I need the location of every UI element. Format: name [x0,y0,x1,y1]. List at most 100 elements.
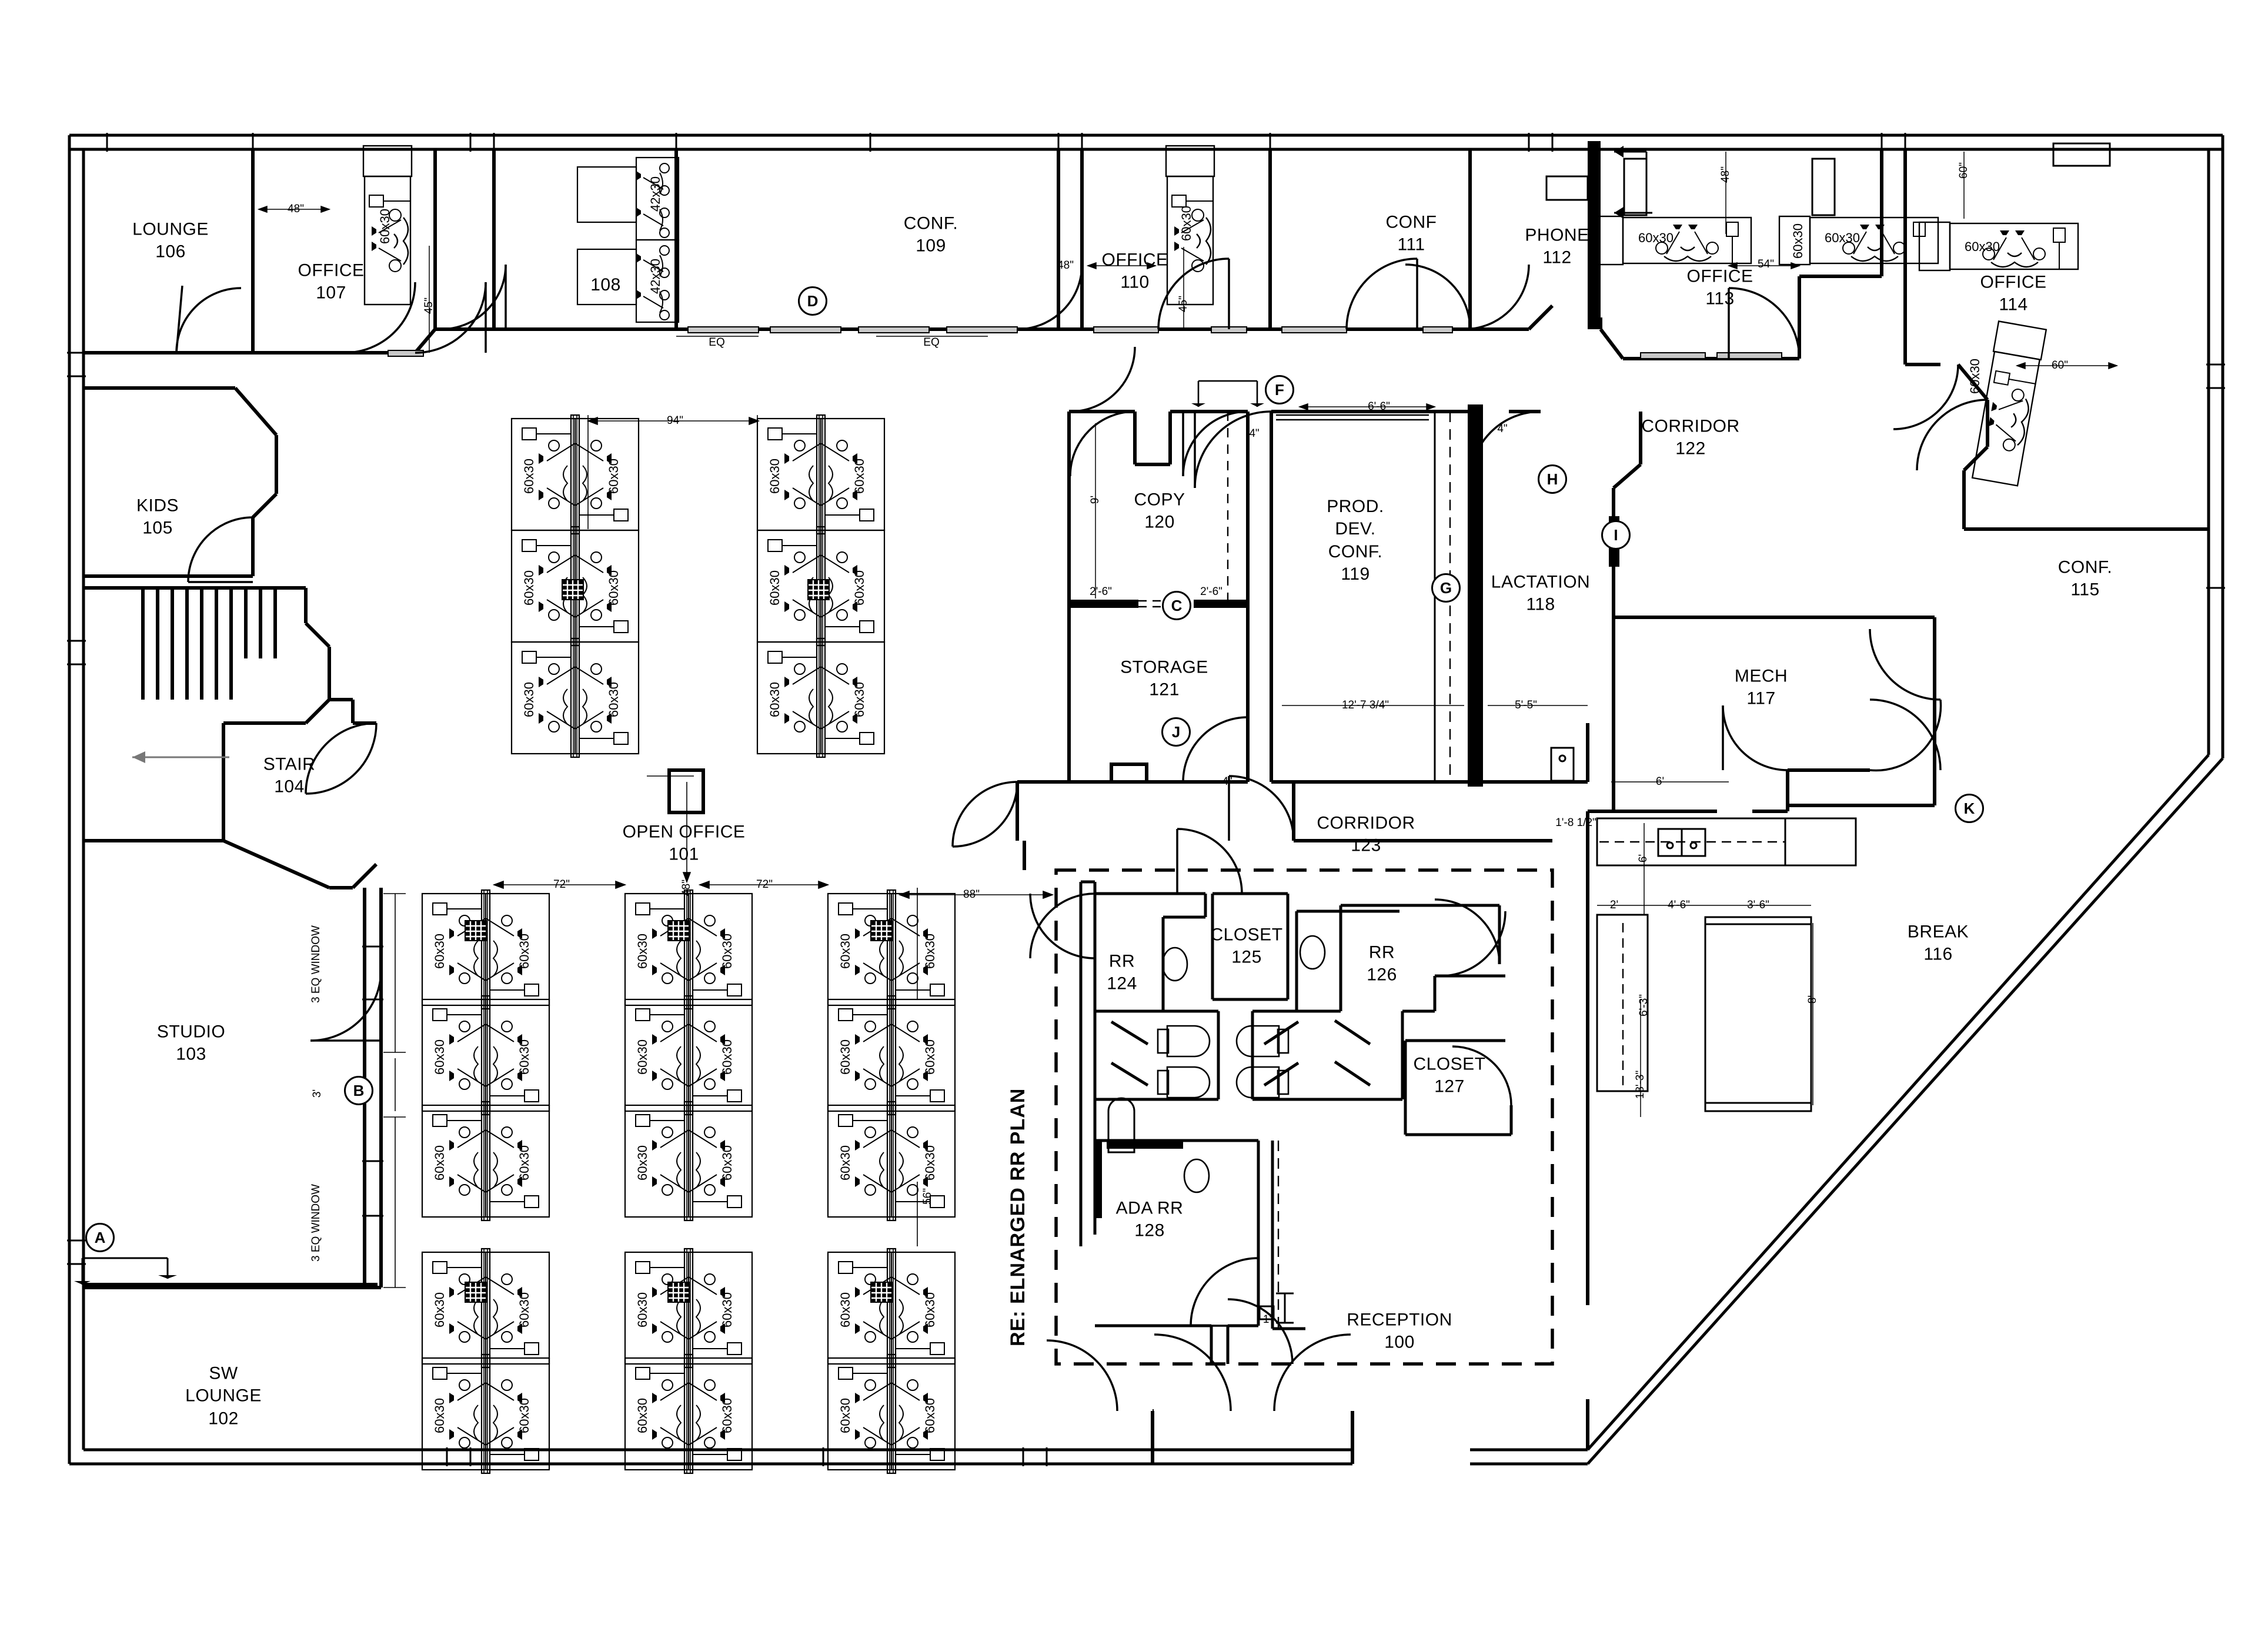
room-label-123: CORRIDOR 123 [1317,813,1415,855]
room-label-109: CONF. 109 [903,213,958,256]
east-core-partitions [1586,412,1936,829]
eq-window-dim-lines [383,893,406,1288]
workstation-dim-72 [492,775,918,1246]
room-label-119: PROD. DEV. CONF. 119 [1327,497,1384,584]
room-label-100: RECEPTION 100 [1347,1310,1452,1352]
rr-partition-panels [1110,1019,1371,1087]
grid-bubble-c[interactable]: C [1162,591,1191,620]
reception-partitions [1151,1399,1589,1464]
ws-label-113a: 60x30 [1638,230,1674,245]
rr-doors [1029,828,1512,1365]
north-partitions [83,149,1554,355]
dim-2-break: 2' [1609,899,1619,911]
copy-storage-wall-left [1069,600,1138,608]
proddev-glazing [1276,414,1429,421]
dim-88-rr: 88" [963,888,980,901]
dim-48-office107: 48" [288,203,304,215]
copy-storage-wall-right [1194,600,1248,608]
room-label-124: RR 124 [1107,951,1137,994]
rr-fixtures [1107,935,1326,1193]
room-label-113: OFFICE 113 [1686,266,1753,309]
core-partitions [1067,410,1250,784]
room-label-120: COPY 120 [1134,490,1185,532]
room-label-106: LOUNGE 106 [132,219,209,262]
room-label-114: OFFICE 114 [1980,272,2047,315]
room-label-116: BREAK 116 [1907,922,1969,964]
grid-bubble-d[interactable]: D [798,286,827,316]
dim-1-reception: 1' [1262,1313,1272,1326]
north-doors [175,258,1988,471]
dim-88 [898,890,1054,899]
bottom-window-mullions [446,1447,1048,1466]
room-label-112: PHONE 112 [1525,225,1589,267]
room-label-122: CORRIDOR 122 [1641,416,1740,459]
proddev-walls [1270,410,1494,784]
grid-bubble-h[interactable]: H [1538,464,1567,494]
dim-4-copy: 4" [1249,427,1260,440]
east-core-doors [1722,628,1942,772]
room-label-117: MECH 117 [1734,666,1788,708]
dim-4-storage: 4" [1222,775,1232,788]
grid-bubble-j[interactable]: J [1161,717,1191,747]
core-doors [1069,346,1541,782]
dim-eq-left: EQ [709,336,725,349]
room-label-101: OPEN OFFICE 101 [622,822,746,864]
dim-60-conf115: 60" [2052,359,2068,372]
room-label-125: CLOSET 125 [1210,925,1283,967]
enlarged-rr-boundary [1054,868,1554,1366]
ada-rr-grab-wall [1094,1142,1102,1218]
dim-72-left: 72" [553,878,570,891]
dim-4-lactation: 4" [1497,423,1508,435]
room-label-118: LACTATION 118 [1491,572,1591,614]
entry-double-door [1154,1333,1351,1412]
ws-label-113b: 60x30 [1825,230,1860,245]
glazed-panels [388,326,1782,359]
dim-eq-right: EQ [923,336,940,349]
room-label-128: ADA RR 128 [1115,1198,1184,1240]
workstation-dim-94 [586,415,760,529]
room-label-107: OFFICE 107 [298,260,365,303]
demising-wall-113 [1588,141,1601,329]
room-label-102: SW LOUNGE 102 [185,1363,262,1429]
dim-127-proddev: 12'-7 3/4" [1341,699,1389,711]
dim-6-break-top: 6' [1655,775,1665,788]
exterior-walls [68,133,2224,1466]
grid-bubble-a[interactable]: A [85,1223,115,1252]
room-label-127: CLOSET 127 [1413,1054,1486,1096]
stair-treads [141,589,277,700]
dim-48-office110: 48" [1057,259,1074,272]
grid-bubble-f[interactable]: F [1265,375,1294,404]
dim-26-right: 2'-6" [1200,586,1222,598]
dim-36-break: 3'-6" [1747,899,1769,911]
dim-18half: 1'-8 1/2" [1555,817,1596,829]
room-label-108: 108 [590,275,621,295]
west-doors [187,516,382,1042]
right-window-mullions [2206,363,2225,589]
rr-small-dim-block [1258,1292,1294,1324]
vestibule-door-left [1046,1339,1118,1412]
open-office-symbol [667,768,705,814]
grid-bubble-i[interactable]: I [1601,520,1631,550]
dim-94-ws: 94" [667,414,683,427]
room-label-104: STAIR 104 [263,754,316,797]
stair-direction-arrow [132,751,229,763]
room-label-103: STUDIO 103 [156,1022,226,1064]
studio-window-marks [362,945,383,1217]
room-label-105: KIDS 105 [136,496,179,538]
grid-bubble-b[interactable]: B [344,1076,373,1105]
lactation-fixture [1550,747,1575,782]
marker-F-arrows [1191,380,1264,407]
room-label-121: STORAGE 121 [1120,657,1208,700]
storage-niche [1110,763,1148,782]
ada-rr-counter-edge [1107,1141,1183,1149]
left-window-mullions [67,352,86,1265]
section-marker-A [74,1257,177,1285]
room-label-111: CONF 111 [1385,212,1437,255]
dim-55-lactation: 5'-5" [1515,699,1537,711]
grid-bubble-k[interactable]: K [1955,794,1984,823]
dim-66-proddev: 6'-6" [1368,400,1390,413]
grid-bubble-g[interactable]: G [1431,573,1461,603]
dim-26-left: 2'-6" [1090,586,1112,598]
